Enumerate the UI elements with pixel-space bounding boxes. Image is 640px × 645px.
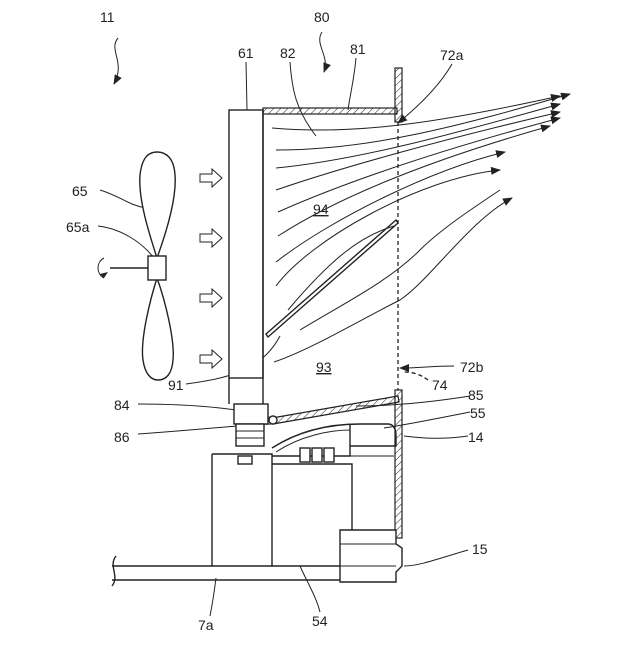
airflow-arrow-icon (200, 350, 222, 368)
rotation-arrowhead-icon (100, 272, 108, 278)
fan-blade-lower (142, 278, 173, 380)
heat-exchanger (229, 110, 263, 378)
leader-72b (400, 366, 454, 368)
airflow-arrow-icon (200, 229, 222, 247)
support-block (236, 424, 264, 446)
label-55: 55 (470, 405, 486, 421)
body-inner-wall (212, 454, 272, 566)
guide-vane (266, 220, 398, 337)
label-11: 11 (100, 9, 115, 25)
leader-54 (300, 566, 320, 612)
leader-65 (100, 190, 146, 208)
airflow-arrow-icon (200, 289, 222, 307)
leader-11 (114, 38, 118, 84)
label-82: 82 (280, 45, 296, 61)
fan-blade-upper (140, 152, 175, 258)
label-54: 54 (312, 613, 328, 629)
terminal (312, 448, 322, 462)
label-94: 94 (313, 201, 329, 217)
top-cover (263, 108, 397, 114)
leader-14 (404, 436, 468, 438)
flap-hinge (269, 416, 277, 424)
label-80: 80 (314, 9, 330, 25)
label-74: 74 (432, 377, 448, 393)
streamline (300, 190, 500, 330)
leader-72a (398, 64, 452, 123)
leader-65a (98, 226, 154, 258)
label-61: 61 (238, 45, 254, 61)
streamline (278, 126, 550, 236)
leader-61 (246, 62, 247, 110)
outlet-upper-flange (395, 68, 402, 122)
label-72a: 72a (440, 47, 464, 63)
leader-81 (348, 58, 356, 110)
mounting-foot (340, 530, 402, 582)
fan (98, 152, 175, 380)
fan-hub (148, 256, 166, 280)
base-plate-break (112, 556, 116, 586)
streamline (278, 118, 560, 212)
flow-streamlines (272, 94, 570, 362)
label-91: 91 (168, 377, 184, 393)
label-86: 86 (114, 429, 130, 445)
housing-outline (272, 464, 352, 532)
label-81: 81 (350, 41, 366, 57)
label-93: 93 (316, 359, 332, 375)
lower-flap (272, 396, 399, 424)
terminal (300, 448, 310, 462)
label-65a: 65a (66, 219, 90, 235)
leader-74 (404, 372, 428, 380)
leader-15 (404, 550, 468, 566)
leader-80 (320, 32, 326, 72)
leader-82 (290, 62, 316, 136)
leader-7a (210, 578, 216, 616)
label-7a: 7a (198, 617, 214, 633)
exchanger-base (234, 404, 268, 424)
label-85: 85 (468, 387, 484, 403)
terminal (324, 448, 334, 462)
label-14: 14 (468, 429, 484, 445)
airflow-arrows (200, 169, 222, 368)
body-tab (238, 456, 252, 464)
airflow-arrow-icon (200, 169, 222, 187)
label-84: 84 (114, 397, 130, 413)
label-72b: 72b (460, 359, 484, 375)
label-15: 15 (472, 541, 488, 557)
outlet-lower-flange (395, 390, 402, 538)
streamline (276, 112, 560, 190)
label-65: 65 (72, 183, 88, 199)
